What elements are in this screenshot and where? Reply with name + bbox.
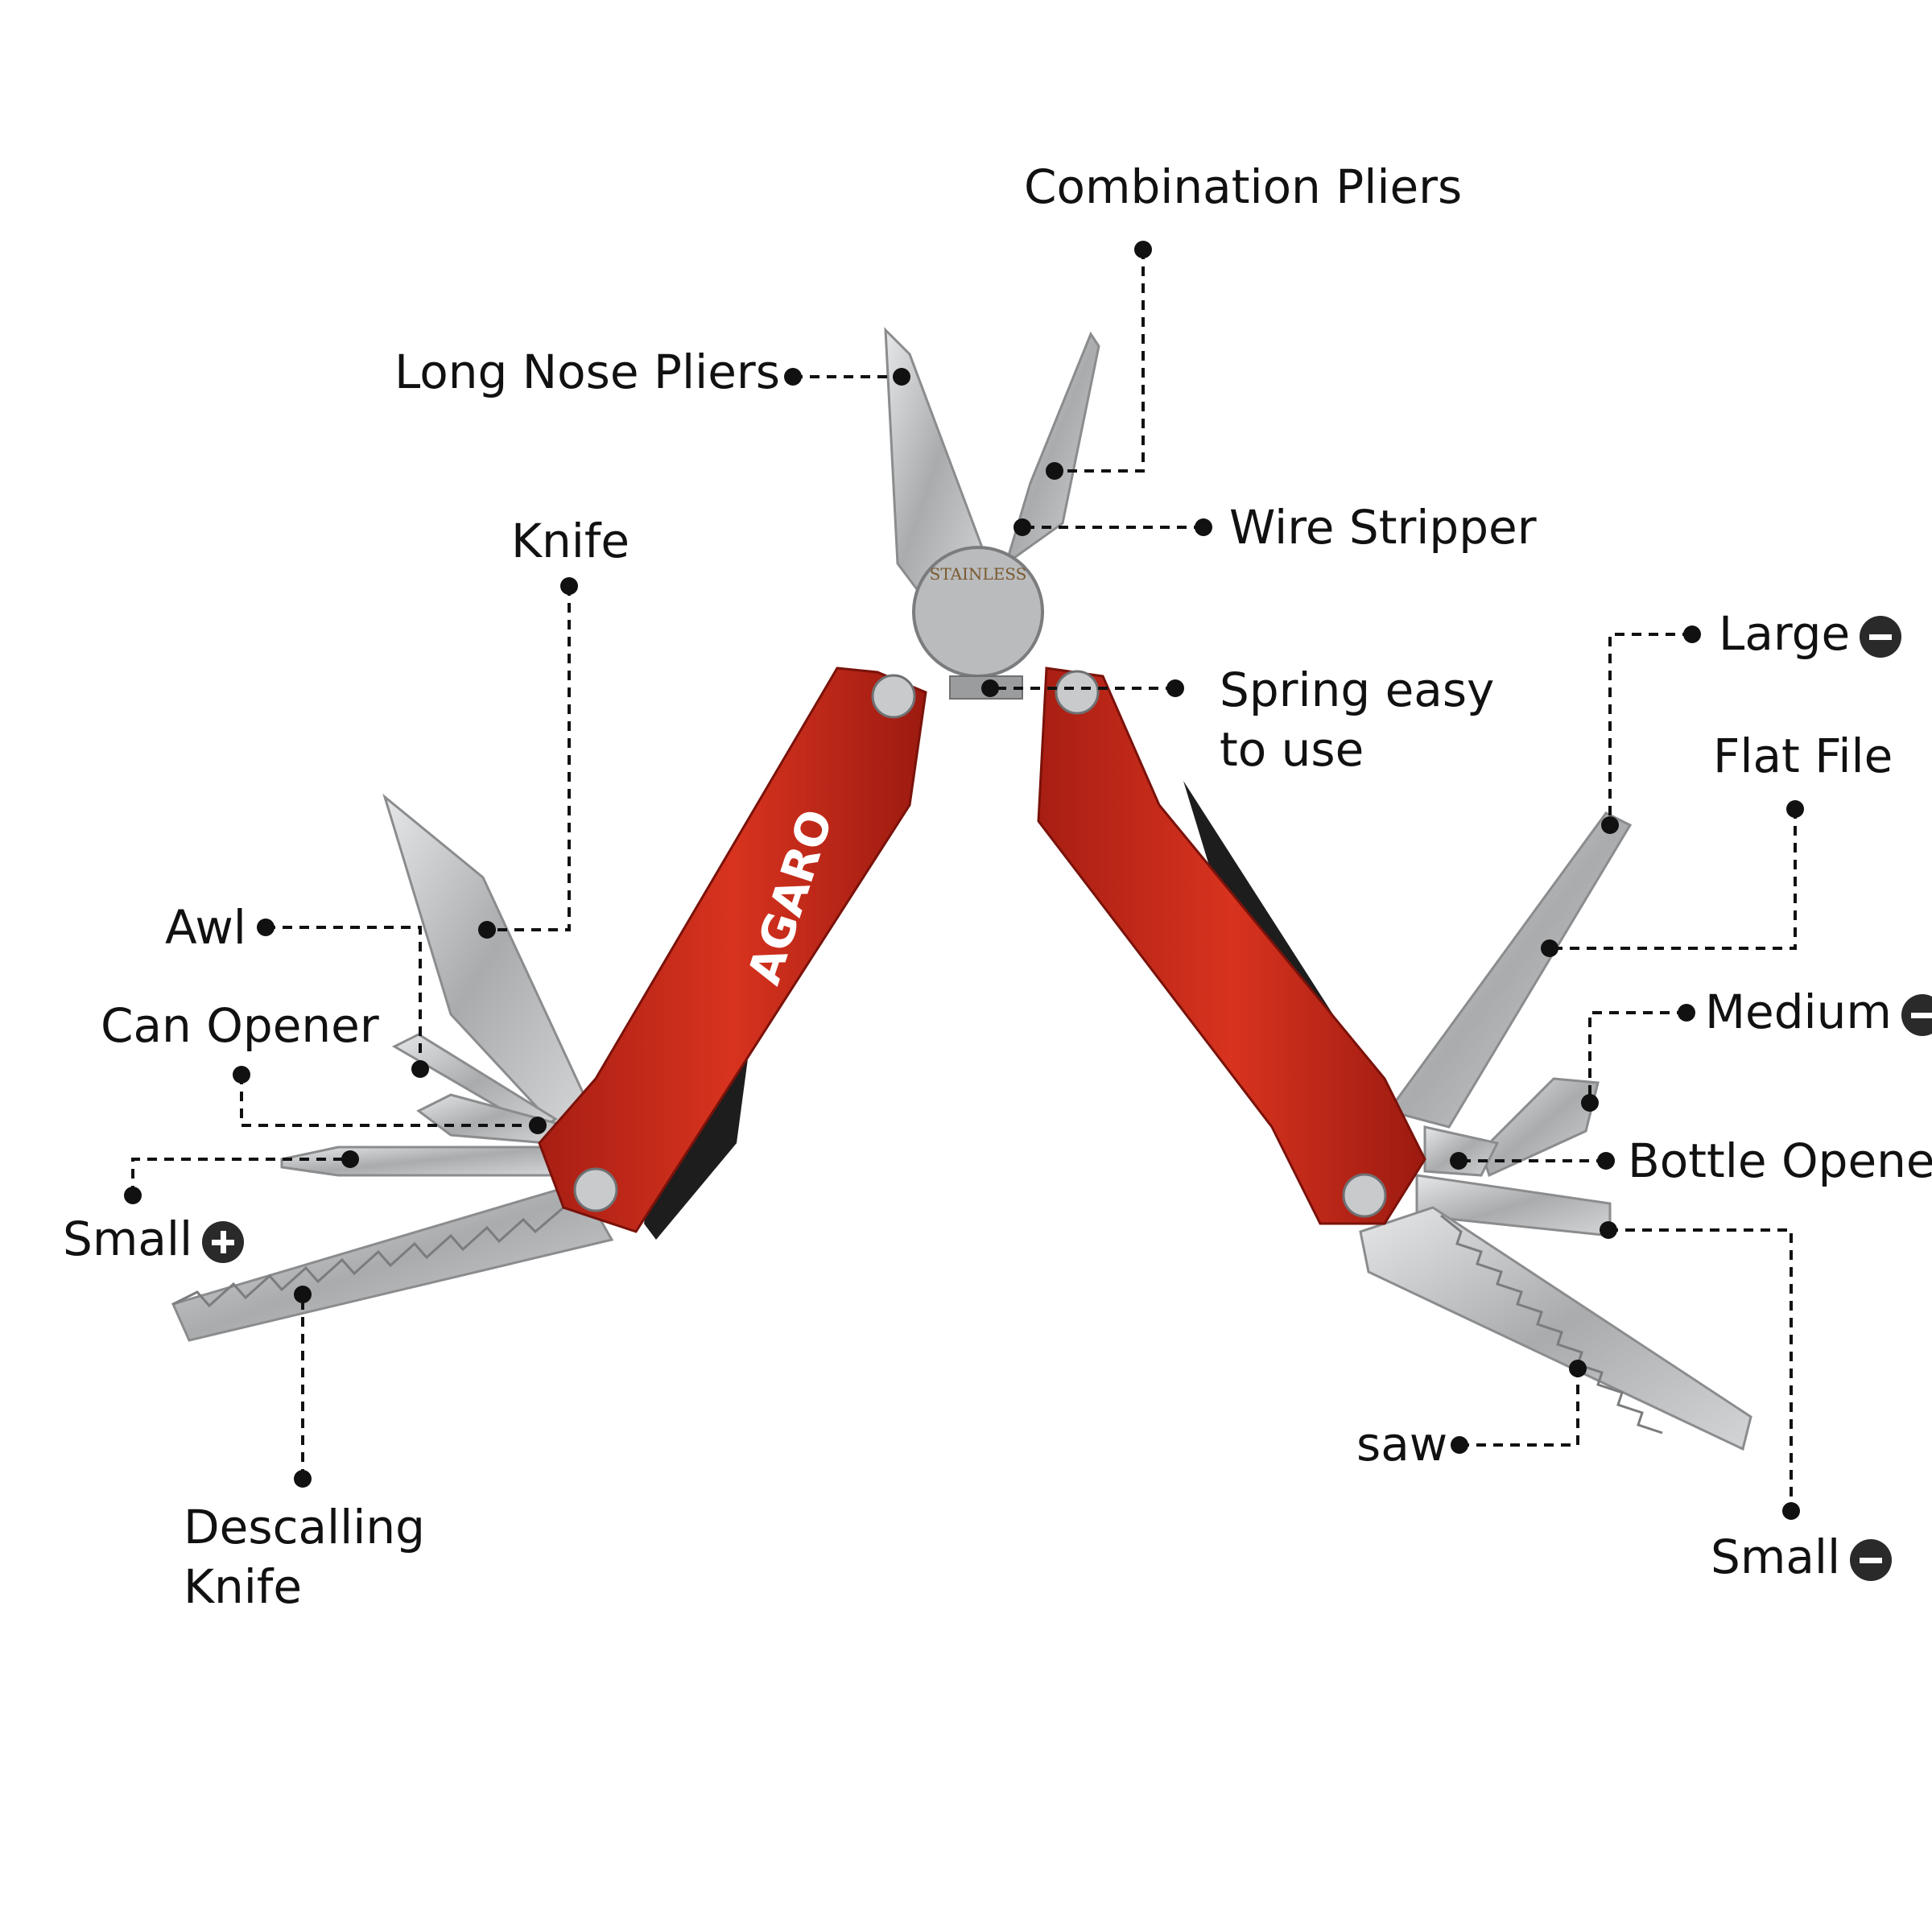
dot <box>124 1187 142 1204</box>
leader-flat-file <box>1550 809 1797 950</box>
left-top-rivet <box>871 674 916 719</box>
dot <box>411 1060 429 1078</box>
dot <box>1569 1360 1587 1377</box>
multitool-illustration: STAINLESS AGARO <box>171 327 1752 1451</box>
dot <box>294 1286 312 1303</box>
saw-blade <box>1359 1206 1752 1451</box>
dot <box>1678 1004 1695 1022</box>
label-text: Awl <box>165 900 246 955</box>
small-phillips-driver <box>280 1146 557 1177</box>
dot <box>1601 816 1619 834</box>
leader-awl <box>266 926 422 1069</box>
dot <box>1541 939 1558 957</box>
label-text: Bottle Opener <box>1628 1133 1932 1188</box>
saw-teeth <box>1440 1214 1663 1435</box>
label-text: Knife <box>184 1559 303 1614</box>
left-bottom-rivet <box>573 1167 618 1212</box>
dot <box>1683 625 1701 643</box>
right-handle <box>1037 667 1426 1225</box>
dot <box>1013 518 1031 536</box>
label-small-flat: Small <box>1711 1527 1893 1587</box>
dot <box>478 921 496 939</box>
label-knife: Knife <box>511 511 630 571</box>
label-text: Wire Stripper <box>1229 500 1537 555</box>
left-handle <box>538 667 927 1233</box>
leader-small-phillips <box>131 1158 350 1195</box>
label-text: Knife <box>511 514 630 568</box>
minus-circle-icon <box>1850 1538 1893 1581</box>
label-bottle-opener: Bottle Opener <box>1628 1131 1932 1191</box>
dot <box>529 1117 547 1134</box>
dot <box>341 1150 359 1168</box>
right-bottom-rivet <box>1342 1173 1387 1218</box>
leader-combination-pliers <box>1055 250 1145 473</box>
label-text: saw <box>1356 1417 1448 1472</box>
label-text: Descalling <box>184 1500 425 1554</box>
combination-jaw <box>1004 331 1100 567</box>
pivot-stamp: STAINLESS <box>930 564 1027 584</box>
dot <box>233 1066 250 1084</box>
dot <box>1450 1152 1468 1170</box>
dot <box>1451 1436 1468 1454</box>
dot <box>1166 679 1184 697</box>
label-text: to use <box>1220 722 1364 777</box>
label-flat-file: Flat File <box>1713 726 1893 786</box>
leader-large-screwdriver <box>1608 633 1692 825</box>
label-text: Combination Pliers <box>1024 159 1463 214</box>
label-text: Long Nose Pliers <box>394 345 780 399</box>
label-can-opener: Can Opener <box>101 996 379 1055</box>
leader-dots <box>124 241 1804 1520</box>
dot <box>981 679 999 697</box>
label-awl: Awl <box>165 898 246 957</box>
dot <box>1581 1094 1599 1112</box>
dot <box>1195 518 1212 536</box>
dot <box>257 919 275 936</box>
right-top-rivet <box>1055 670 1100 715</box>
dot <box>1600 1221 1617 1239</box>
label-saw: saw <box>1356 1414 1447 1474</box>
dot <box>1782 1502 1800 1520</box>
leader-medium-screwdriver <box>1588 1011 1686 1103</box>
label-text: Can Opener <box>101 998 379 1053</box>
dot <box>784 368 802 386</box>
dot <box>1597 1152 1615 1170</box>
label-text: Large <box>1719 606 1851 661</box>
label-descalling-knife: Descalling Knife <box>184 1497 425 1616</box>
dot <box>893 368 910 386</box>
awl-tool <box>391 1033 558 1133</box>
label-text: Medium <box>1705 985 1892 1039</box>
label-text: Small <box>1711 1530 1841 1584</box>
label-medium-screwdriver: Medium <box>1705 982 1932 1042</box>
label-text: Small <box>63 1212 193 1266</box>
dot <box>1786 800 1804 818</box>
leader-lines <box>131 250 1797 1511</box>
label-text: Flat File <box>1713 729 1893 783</box>
large-screwdriver-file <box>1386 811 1633 1129</box>
dot <box>560 577 578 595</box>
label-large-screwdriver: Large <box>1719 604 1902 663</box>
minus-circle-icon <box>1901 993 1932 1036</box>
descalling-knife-teeth <box>172 1206 564 1308</box>
leader-saw <box>1459 1368 1579 1447</box>
plus-circle-icon <box>202 1220 245 1263</box>
medium-screwdriver <box>1480 1077 1600 1178</box>
leader-knife <box>487 586 571 931</box>
dot <box>1046 462 1063 480</box>
minus-circle-icon <box>1860 615 1902 658</box>
label-text: Spring easy <box>1220 663 1495 717</box>
dot <box>1134 241 1152 258</box>
descalling-knife-blade <box>171 1182 614 1342</box>
label-wire-stripper: Wire Stripper <box>1229 497 1537 557</box>
leader-can-opener <box>240 1075 538 1127</box>
label-combination-pliers: Combination Pliers <box>1024 157 1462 217</box>
dot <box>294 1470 312 1488</box>
label-spring: Spring easy to use <box>1220 660 1494 779</box>
label-small-phillips: Small <box>63 1209 245 1269</box>
label-long-nose-pliers: Long Nose Pliers <box>394 342 780 402</box>
